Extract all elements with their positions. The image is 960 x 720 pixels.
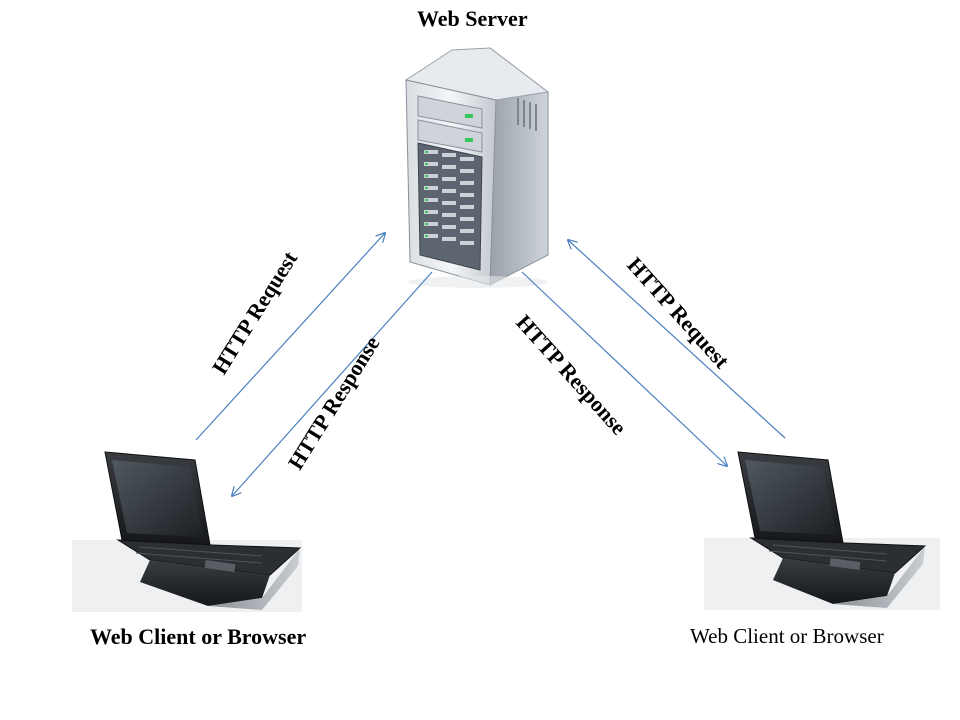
laptop-icon [72,451,302,612]
right-response-arrow [521,271,727,466]
left-client-caption: Web Client or Browser [90,624,307,649]
left-response-arrow [232,271,433,496]
server-title: Web Server [417,6,528,31]
left-request-arrow [195,233,385,441]
right-client-caption: Web Client or Browser [690,624,884,648]
right-request-arrow [568,240,786,439]
server-tower-icon [404,46,550,288]
laptop-icon [704,451,940,610]
